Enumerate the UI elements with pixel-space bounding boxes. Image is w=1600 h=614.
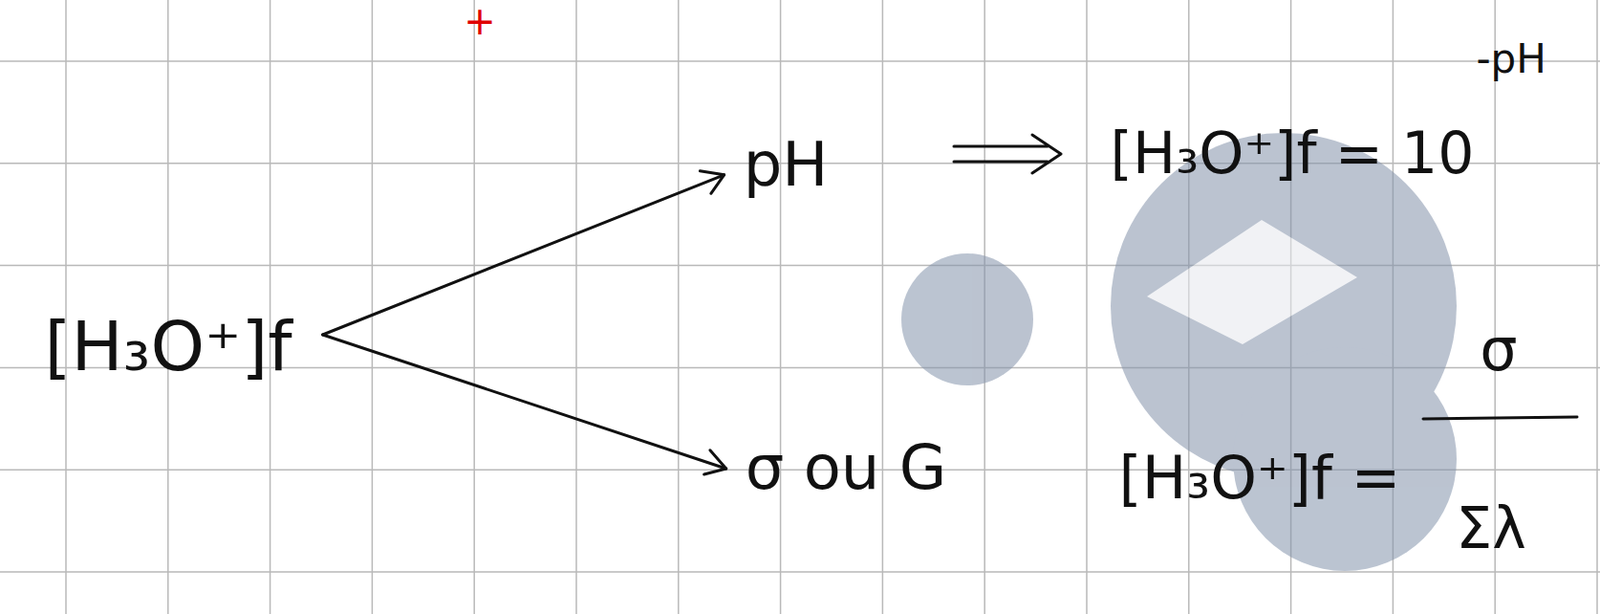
term-text: [H₃O⁺]f <box>43 306 292 387</box>
term-text: σ ou G <box>745 432 948 504</box>
watermark-circle <box>901 253 1034 386</box>
grid-line <box>779 0 782 614</box>
grid-line <box>882 0 885 614</box>
grid-line <box>0 570 1600 573</box>
connectors <box>323 174 727 469</box>
grid-line <box>473 0 476 614</box>
term-node: pH <box>735 126 837 205</box>
formula-text: Σλ <box>1455 495 1526 562</box>
grid-line <box>1596 0 1599 614</box>
fraction-bar <box>1423 416 1578 419</box>
term-node: σ ou G <box>737 429 955 508</box>
formula-text: σ <box>1479 315 1517 384</box>
implies-arrow <box>953 134 1061 173</box>
formula-text: [H₃O⁺]f = 10 <box>1110 120 1475 187</box>
branch-arrow <box>323 174 725 335</box>
grid-line <box>0 60 1600 63</box>
grid-line <box>677 0 680 614</box>
watermark-cap <box>1146 219 1358 345</box>
watermark <box>901 132 1457 571</box>
plus-mark: + <box>463 0 497 44</box>
term-node: [H₃O⁺]f <box>36 302 300 390</box>
branch-arrow <box>323 334 727 469</box>
grid-line <box>371 0 374 614</box>
formula-text: -pH <box>1475 36 1546 83</box>
formula-text: [H₃O⁺]f = <box>1119 443 1402 512</box>
term-text: pH <box>743 129 829 201</box>
grid-line <box>1085 0 1088 614</box>
grid-line <box>575 0 578 614</box>
